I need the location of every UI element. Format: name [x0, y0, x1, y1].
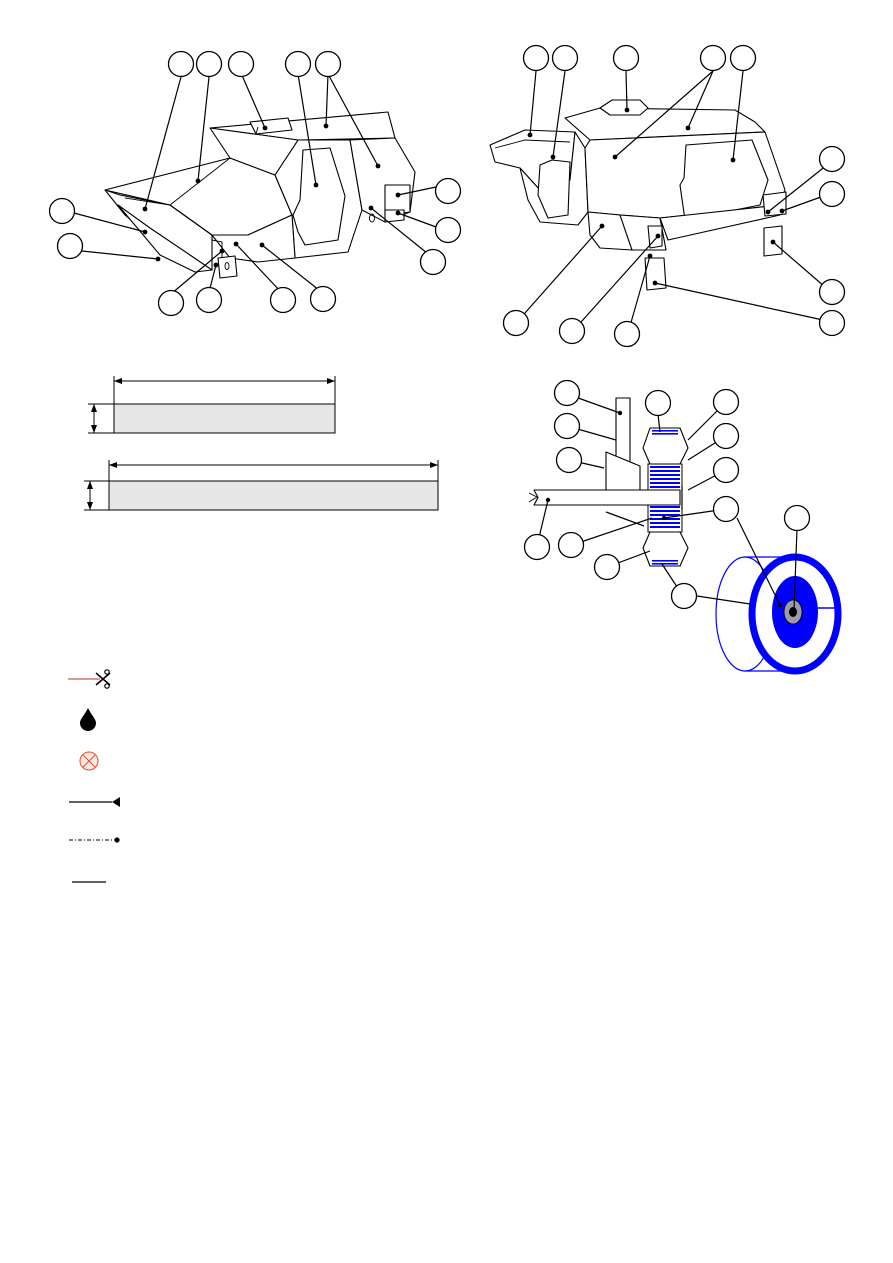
rear-bumper: [384, 184, 411, 216]
strip-short: [88, 376, 336, 434]
glue-drop-icon: [80, 708, 96, 731]
side-window-cutout: [292, 147, 346, 246]
vehicle-body-right-view: [489, 99, 787, 291]
part-callout: [269, 286, 297, 314]
mudflap: [644, 257, 667, 291]
part-callout: [699, 44, 727, 72]
strip-long: [84, 460, 439, 511]
part-callout: [558, 317, 586, 345]
part-callout: [818, 145, 846, 173]
part-callout: [670, 582, 698, 610]
right-view-leader-dots: [527, 107, 785, 286]
part-callout: [818, 180, 846, 208]
cut-out-hole-icon: [79, 751, 99, 771]
part-callout: [522, 44, 550, 72]
axle-beam: [533, 489, 681, 506]
vehicle-body-left-view: [104, 111, 416, 279]
roof-hatch-right: [599, 99, 649, 116]
part-callout: [712, 388, 740, 416]
part-callout: [284, 50, 312, 78]
part-callout: [729, 44, 757, 72]
part-callout: [712, 422, 740, 450]
hood-skirt: [117, 204, 213, 273]
valley-fold-icon: [69, 837, 120, 843]
part-callout: [434, 177, 462, 205]
part-callout: [818, 278, 846, 306]
part-callout: [56, 232, 84, 260]
front-tow-tab: [217, 255, 238, 279]
wheel-detail-part-callouts: [523, 379, 811, 610]
part-callout: [419, 248, 447, 276]
mountain-fold-icon: [69, 797, 120, 807]
strip-short-rect: [113, 403, 336, 434]
right-view-leaders: [516, 70, 833, 334]
part-callout: [712, 495, 740, 523]
cabin-front-slope: [209, 127, 299, 176]
part-callout: [157, 289, 185, 317]
part-callout: [783, 504, 811, 532]
part-callout: [553, 412, 581, 440]
wheel-detail-leader-dots: [545, 410, 797, 613]
part-callout: [167, 50, 195, 78]
left-view-part-callouts: [48, 50, 462, 317]
part-callout: [195, 50, 223, 78]
part-callout: [555, 446, 583, 474]
scissors-cut-icon: [68, 669, 111, 689]
part-callout: [557, 531, 585, 559]
left-view-leader-dots: [142, 123, 401, 268]
part-callout: [309, 285, 337, 313]
part-callout: [227, 50, 255, 78]
roof-hatch: [249, 117, 293, 135]
legend: [68, 669, 120, 883]
part-callout: [434, 216, 462, 244]
part-callout: [612, 44, 640, 72]
part-callout: [644, 389, 672, 417]
wheel-assembly-detail: [528, 397, 842, 675]
part-callout: [553, 379, 581, 407]
part-callout: [48, 197, 76, 225]
part-callout: [195, 286, 223, 314]
part-callout: [314, 50, 342, 78]
front-window-cutout: [537, 159, 571, 219]
lower-skirt-front: [587, 211, 633, 251]
right-view-part-callouts: [502, 44, 846, 348]
strip-long-rect: [108, 480, 439, 511]
part-callout: [502, 309, 530, 337]
part-callout: [712, 456, 740, 484]
wheel-perspective: [715, 553, 842, 675]
part-callout: [818, 309, 846, 337]
part-callout: [593, 553, 621, 581]
part-callout: [613, 320, 641, 348]
part-callout: [551, 44, 579, 72]
part-callout: [523, 533, 551, 561]
